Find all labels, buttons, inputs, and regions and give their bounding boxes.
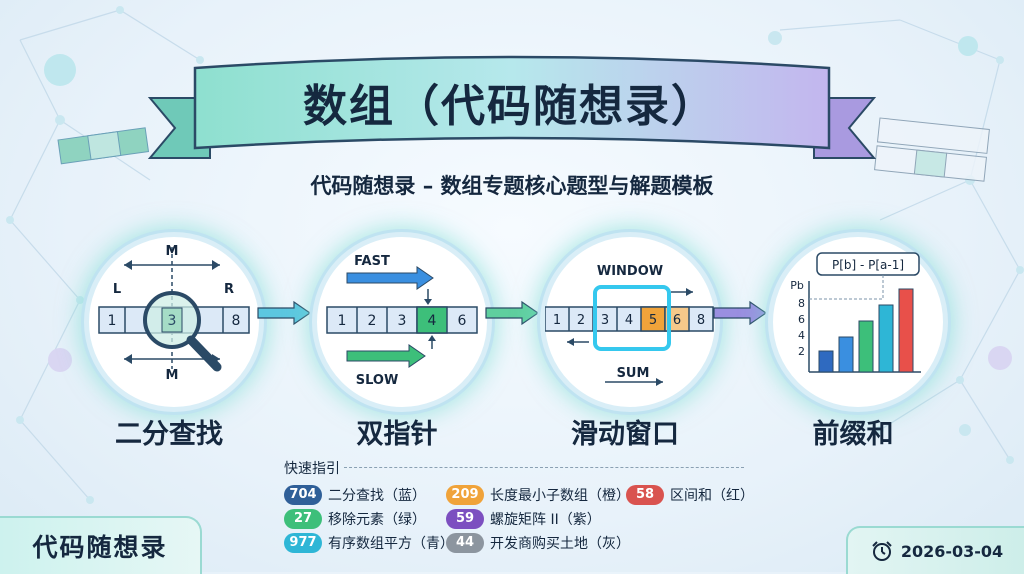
window-frame [593, 285, 671, 351]
legend-item-text: 长度最小子数组（橙） [490, 488, 630, 504]
date-text: 2026-03-04 [900, 541, 1004, 561]
bar-chart-icon: P[b] - P[a-1] Pb 8 6 4 2 [790, 252, 921, 373]
problem-badge: 27 [284, 509, 322, 529]
cell-highlight: 4 [428, 313, 437, 329]
cell: 1 [338, 313, 347, 329]
stage-sliding-window: WINDOW 1 2 3 4 5 6 8 SUM [540, 232, 720, 412]
stage-label-binary-search: 二分查找 [115, 419, 223, 450]
tick-label: 8 [798, 297, 805, 310]
legend-item-text: 螺旋矩阵 II（紫） [490, 512, 601, 528]
stage-label-two-pointers: 双指针 [356, 419, 438, 450]
window-label: WINDOW [597, 264, 663, 279]
axis-label: Pb [790, 279, 804, 292]
stage-two-pointers: FAST 1 2 3 4 6 SLOW [312, 232, 492, 412]
stage-binary-search: M L R 1 8 3 M [84, 232, 264, 412]
legend-item-text: 区间和（红） [670, 488, 754, 504]
legend-item: 58 区间和（红） [626, 484, 754, 506]
legend-item: 44 开发商购买土地（灰） [446, 532, 630, 554]
fast-label: FAST [354, 254, 390, 269]
cell: 3 [398, 313, 407, 329]
legend-item-text: 开发商购买土地（灰） [490, 536, 630, 552]
problem-badge: 44 [446, 533, 484, 553]
legend-item: 977 有序数组平方（青） [284, 532, 454, 554]
brand-label: 代码随想录 [0, 516, 202, 574]
cell-middle: 3 [168, 313, 177, 329]
stage-label-sliding-window: 滑动窗口 [571, 419, 679, 450]
magnifier-icon: M L R 1 8 3 M [98, 244, 250, 383]
legend-item-text: 有序数组平方（青） [328, 536, 454, 552]
problem-badge: 209 [446, 485, 484, 505]
cell: 4 [625, 313, 633, 328]
cell: 8 [697, 313, 705, 328]
tick-label: 2 [798, 345, 805, 358]
alarm-clock-icon [872, 541, 892, 561]
problem-badge: 58 [626, 485, 664, 505]
legend-item: 59 螺旋矩阵 II（紫） [446, 508, 601, 530]
cell: 2 [577, 313, 585, 328]
date-badge: 2026-03-04 [846, 526, 1024, 574]
slow-label: SLOW [356, 373, 399, 388]
quick-guide-legend: 快速指引 704 二分查找（蓝） 209 长度最小子数组（橙） 58 区间和（红… [280, 456, 780, 566]
page-subtitle: 代码随想录 – 数组专题核心题型与解题模板 [310, 174, 714, 198]
sum-label: SUM [617, 366, 650, 381]
legend-title: 快速指引 [284, 461, 340, 477]
stage-label-prefix-sum: 前缀和 [812, 419, 894, 450]
l-label: L [113, 282, 121, 297]
formula-label: P[b] - P[a-1] [832, 258, 904, 272]
problem-badge: 704 [284, 485, 322, 505]
flow-arrow-icon [713, 300, 768, 326]
page-title: 数组（代码随想录） [303, 81, 717, 132]
problem-badge: 977 [284, 533, 322, 553]
two-pointers-icon: FAST 1 2 3 4 6 SLOW [326, 254, 478, 388]
legend-item: 704 二分查找（蓝） [284, 484, 426, 506]
window-icon: WINDOW 1 2 3 4 5 6 8 SUM [545, 264, 714, 386]
r-label: R [224, 282, 234, 297]
cell: 2 [368, 313, 377, 329]
legend-item-text: 移除元素（绿） [328, 512, 426, 528]
legend-item-text: 二分查找（蓝） [328, 488, 426, 504]
cell: 1 [108, 313, 117, 329]
m-bottom-label: M [166, 368, 179, 383]
tick-label: 6 [798, 313, 805, 326]
tick-label: 4 [798, 329, 805, 342]
legend-item: 27 移除元素（绿） [284, 508, 426, 530]
m-top-label: M [166, 244, 179, 259]
cell-window: 5 [649, 313, 657, 328]
stage-prefix-sum: P[b] - P[a-1] Pb 8 6 4 2 [768, 232, 948, 412]
title-ribbon [147, 55, 877, 159]
cell: 6 [673, 313, 681, 328]
legend-divider [344, 467, 744, 468]
legend-item: 209 长度最小子数组（橙） [446, 484, 630, 506]
cell: 8 [232, 313, 241, 329]
cell: 3 [601, 313, 609, 328]
flow-arrow-icon [485, 300, 540, 326]
flow-arrow-icon [257, 300, 312, 326]
problem-badge: 59 [446, 509, 484, 529]
cell: 1 [553, 313, 561, 328]
cell: 6 [458, 313, 467, 329]
